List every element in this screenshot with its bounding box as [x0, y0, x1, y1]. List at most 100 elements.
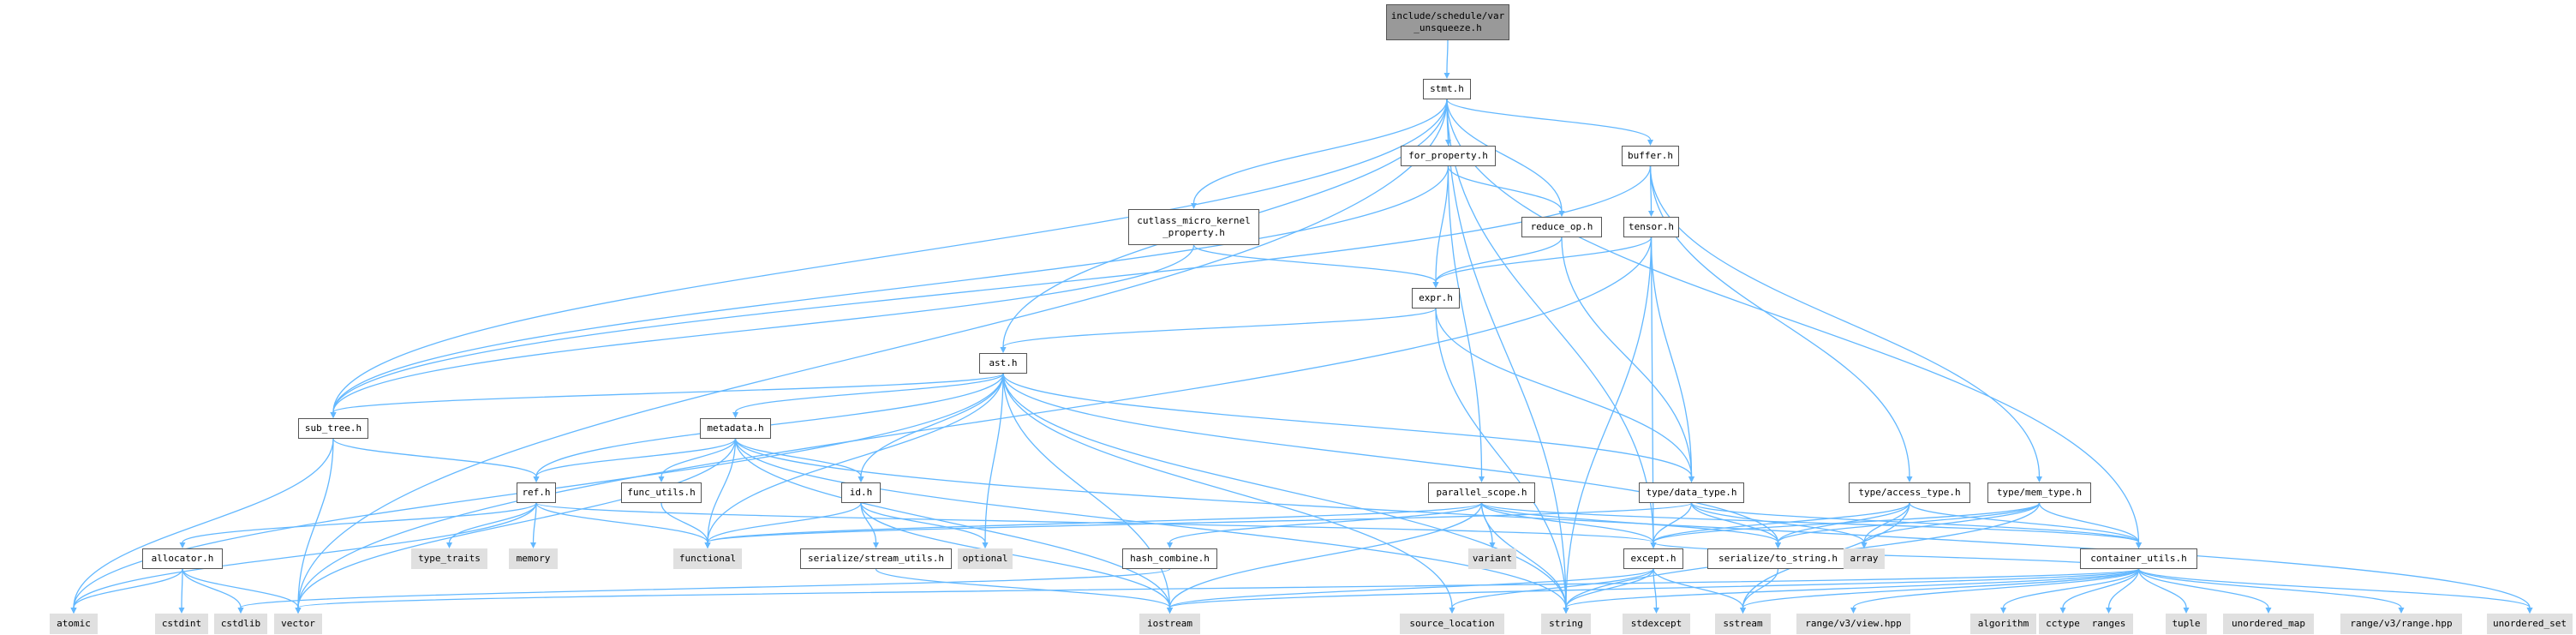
node-data-type[interactable]: type/data_type.h — [1639, 482, 1744, 503]
edge-buffer-to-sub_tree — [332, 165, 1652, 413]
node-iostream: iostream — [1139, 614, 1200, 634]
edge-arrowhead — [295, 608, 302, 614]
node-tensor[interactable]: tensor.h — [1623, 217, 1679, 237]
edge-arrowhead — [1775, 542, 1781, 548]
edge-metadata-to-vector — [297, 438, 737, 608]
node-stmt[interactable]: stmt.h — [1423, 79, 1471, 99]
edge-sub_tree-to-vector — [297, 438, 334, 608]
edge-container_utils-to-string — [1565, 568, 2140, 608]
node-allocator[interactable]: allocator.h — [142, 548, 223, 569]
node-mem-type[interactable]: type/mem_type.h — [1987, 482, 2091, 503]
edge-serialize_stream-to-iostream — [875, 568, 1171, 608]
edge-ast-to-metadata — [734, 373, 1004, 413]
edge-arrowhead — [2526, 608, 2533, 614]
edge-arrowhead — [1647, 140, 1653, 146]
node-parallel-scope[interactable]: parallel_scope.h — [1428, 482, 1535, 503]
node-id[interactable]: id.h — [841, 482, 881, 503]
node-label: _unsqueeze.h — [1414, 22, 1482, 33]
edge-id-to-optional — [860, 502, 986, 543]
edge-id-to-functional — [707, 502, 862, 543]
node-vector: vector — [274, 614, 322, 634]
node-optional: optional — [958, 548, 1013, 569]
node-label: reduce_op.h — [1530, 221, 1593, 232]
node-label: type/data_type.h — [1646, 487, 1737, 498]
node-label: expr.h — [1419, 292, 1453, 303]
edge-parallel_scope-to-iostream — [1168, 502, 1483, 608]
edge-arrowhead — [237, 608, 244, 614]
edge-metadata-to-functional — [707, 438, 737, 543]
node-access-type[interactable]: type/access_type.h — [1849, 482, 1970, 503]
node-serialize-stream[interactable]: serialize/stream_utils.h — [800, 548, 952, 569]
node-label: tensor.h — [1629, 221, 1674, 232]
edge-ref-to-functional — [535, 502, 708, 543]
edge-ast-to-data_type — [1002, 373, 1693, 477]
node-ref[interactable]: ref.h — [517, 482, 556, 503]
node-label: except.h — [1630, 553, 1676, 564]
node-label: for_property.h — [1408, 150, 1488, 161]
node-hash-combine[interactable]: hash_combine.h — [1122, 548, 1217, 569]
edge-arrowhead — [2106, 608, 2112, 614]
node-for-property[interactable]: for_property.h — [1401, 146, 1496, 166]
node-label: iostream — [1147, 618, 1192, 629]
node-functional: functional — [673, 548, 742, 569]
edge-data_type-to-except — [1653, 502, 1693, 543]
node-label: buffer.h — [1628, 150, 1673, 161]
node-label: range/v3/range.hpp — [2350, 618, 2453, 629]
node-sub-tree[interactable]: sub_tree.h — [298, 418, 368, 439]
node-tuple: tuple — [2166, 614, 2207, 634]
node-except[interactable]: except.h — [1623, 548, 1683, 569]
node-buffer[interactable]: buffer.h — [1622, 146, 1679, 166]
node-func-utils[interactable]: func_utils.h — [621, 482, 702, 503]
edge-ast-to-to_string — [1002, 373, 1779, 543]
edge-arrowhead — [178, 608, 185, 614]
edge-ref-to-atomic — [73, 502, 537, 608]
edge-for_property-to-reduce_op — [1447, 165, 1563, 212]
node-label: memory — [516, 553, 551, 564]
edge-arrowhead — [446, 542, 452, 548]
node-ast[interactable]: ast.h — [979, 353, 1027, 374]
edge-to_string-to-sstream — [1742, 568, 1779, 608]
node-label: atomic — [57, 618, 91, 629]
edge-metadata-to-func_utils — [660, 438, 737, 477]
edge-arrowhead — [2136, 542, 2142, 548]
node-reduce-op[interactable]: reduce_op.h — [1521, 217, 1602, 237]
node-label: unordered_map — [2231, 618, 2306, 629]
node-to-string[interactable]: serialize/to_string.h — [1707, 548, 1849, 569]
node-label: parallel_scope.h — [1436, 487, 1527, 498]
node-container-utils[interactable]: container_utils.h — [2080, 548, 2197, 569]
edge-parallel_scope-to-string — [1480, 502, 1567, 608]
edge-allocator-to-cstdlib — [182, 568, 242, 608]
edge-expr-to-string — [1435, 308, 1567, 608]
node-label: array — [1850, 553, 1879, 564]
edge-buffer-to-access_type — [1649, 165, 1910, 477]
edge-stmt-to-buffer — [1446, 99, 1652, 141]
edge-arrowhead — [1489, 542, 1496, 548]
edge-arrowhead — [2036, 476, 2042, 482]
edge-arrowhead — [1906, 476, 1913, 482]
node-string: string — [1541, 614, 1591, 634]
edge-metadata-to-iostream — [734, 438, 1171, 608]
edge-arrowhead — [1443, 73, 1450, 79]
node-root[interactable]: include/schedule/var_unsqueeze.h — [1386, 4, 1509, 40]
node-array: array — [1844, 548, 1885, 569]
node-variant: variant — [1468, 548, 1516, 569]
edge-metadata-to-ref — [535, 438, 737, 477]
node-label: ref.h — [522, 487, 551, 498]
edge-arrowhead — [1449, 608, 1455, 614]
node-expr[interactable]: expr.h — [1412, 288, 1460, 309]
node-label: include/schedule/var — [1390, 10, 1505, 21]
node-cctype: cctype — [2039, 614, 2087, 634]
edge-except-to-iostream — [1168, 568, 1654, 608]
edge-root-to-stmt — [1446, 39, 1449, 74]
node-label: stdexcept — [1630, 618, 1682, 629]
node-label: serialize/to_string.h — [1718, 553, 1838, 564]
edge-container_utils-to-tuple — [2137, 568, 2187, 608]
edge-data_type-to-functional — [707, 502, 1693, 543]
node-metadata[interactable]: metadata.h — [700, 418, 771, 439]
node-label: vector — [281, 618, 315, 629]
node-cutlass[interactable]: cutlass_micro_kernel_property.h — [1128, 209, 1259, 245]
edge-arrowhead — [1648, 211, 1654, 217]
edge-buffer-to-mem_type — [1649, 165, 2041, 477]
